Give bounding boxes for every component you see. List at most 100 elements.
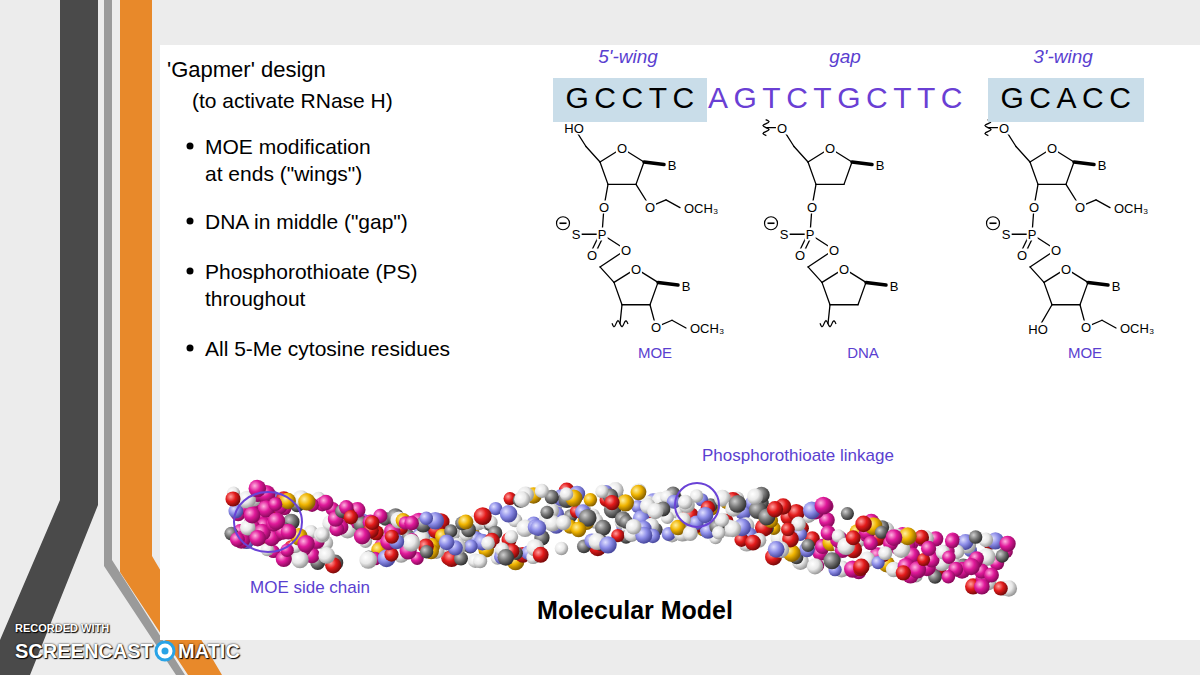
bond-line [586, 147, 600, 162]
bond-line [1096, 200, 1110, 208]
atom-label: O [598, 200, 610, 213]
sequence-wing-box: GCCTC [553, 78, 707, 122]
atom-sphere [896, 565, 911, 580]
chemical-structures [557, 120, 1117, 329]
atom-sphere [801, 539, 814, 552]
atom-sphere [604, 495, 619, 510]
atom-sphere [404, 516, 419, 531]
bond-line [844, 162, 852, 184]
atom-sphere [365, 515, 380, 530]
atom-label: O [806, 200, 818, 213]
atom-label: O [586, 248, 598, 261]
atom-sphere [458, 514, 473, 529]
bullet-dot [187, 143, 194, 150]
atom-sphere [316, 528, 329, 541]
atom-sphere [994, 581, 1008, 595]
nucleotide-structure [557, 128, 687, 328]
atom-sphere [464, 540, 477, 553]
atom-label: B [889, 279, 900, 292]
bond-line [1030, 162, 1038, 184]
atom-sphere [886, 529, 903, 546]
atom-sphere [498, 549, 515, 566]
atom-sphere [268, 512, 285, 529]
atom-label: O [1080, 321, 1092, 334]
atom-label: O [1028, 200, 1040, 213]
bond-line [866, 282, 886, 285]
bond-line [828, 305, 830, 324]
atom-sphere [359, 551, 377, 569]
bond-line [816, 184, 844, 185]
atom-sphere [846, 530, 861, 545]
bond-line [808, 162, 816, 184]
bond-line [1080, 282, 1088, 304]
atom-label: P [805, 228, 816, 241]
bullet-dot [187, 268, 194, 275]
wavy-bond [612, 321, 628, 327]
atom-sphere [878, 546, 892, 560]
callout-label: Phosphorothioate linkage [700, 446, 896, 466]
atom-label: O [630, 262, 642, 275]
bond-line [636, 162, 644, 184]
charge-symbol [987, 217, 1000, 230]
wavy-bond [820, 321, 836, 327]
bond-line [830, 304, 858, 305]
bond-line [794, 147, 808, 162]
bond-line [644, 162, 664, 165]
atom-label: O [1074, 200, 1086, 213]
atom-label: O [776, 121, 788, 134]
watermark-logo [162, 648, 169, 655]
atom-sphere [514, 491, 530, 507]
bond-line [1038, 184, 1066, 185]
structure-label: DNA [847, 344, 879, 361]
charge-symbol [560, 222, 567, 224]
atom-label: OCH₃ [1113, 201, 1149, 214]
charge-symbol [765, 217, 778, 230]
atom-sphere [540, 506, 553, 519]
bullet-dot [187, 218, 194, 225]
atom-label: O [1050, 243, 1062, 256]
bond-line [608, 184, 636, 185]
atom-sphere [533, 547, 549, 563]
atom-sphere [297, 535, 315, 553]
atom-label: O [998, 121, 1010, 134]
atom-sphere [481, 536, 495, 550]
atom-sphere [841, 507, 854, 520]
bond-line [858, 282, 866, 304]
sequence-gap: AGTCTGCTTC [708, 78, 968, 118]
slide-title: 'Gapmer' design [167, 56, 326, 84]
atom-label: O [824, 142, 836, 155]
bond-line [1102, 320, 1116, 328]
nucleotide-structure [763, 120, 886, 327]
bond-line [622, 304, 650, 305]
atom-label: O [838, 262, 850, 275]
nucleotide-structure [985, 120, 1116, 329]
atom-sphere [631, 485, 647, 501]
bullet-dots [187, 143, 194, 352]
atom-sphere [595, 485, 608, 498]
atom-sphere [584, 493, 598, 507]
callout-circle [675, 483, 719, 527]
bond-line [1052, 304, 1080, 305]
bullet-text: All 5-Me cytosine residues [205, 335, 525, 362]
atom-sphere [268, 497, 282, 511]
atom-label: O [616, 142, 628, 155]
bond-line [600, 162, 608, 184]
atom-label: S [571, 228, 582, 241]
atom-sphere [863, 536, 877, 550]
atom-label: B [667, 159, 678, 172]
bond-line [822, 282, 830, 304]
atom-label: S [1001, 228, 1012, 241]
dark-stripe [0, 0, 98, 675]
atom-sphere [767, 501, 783, 517]
atom-sphere [781, 523, 795, 537]
figure-caption: Molecular Model [537, 595, 733, 625]
watermark: RECORDED WITH [15, 622, 109, 635]
bond-line [614, 282, 622, 304]
atom-label: HO [563, 121, 585, 134]
atom-sphere [530, 520, 546, 536]
atom-sphere [969, 530, 983, 544]
bond-line [658, 282, 678, 285]
atom-sphere [683, 526, 698, 541]
bond-line [808, 267, 822, 282]
